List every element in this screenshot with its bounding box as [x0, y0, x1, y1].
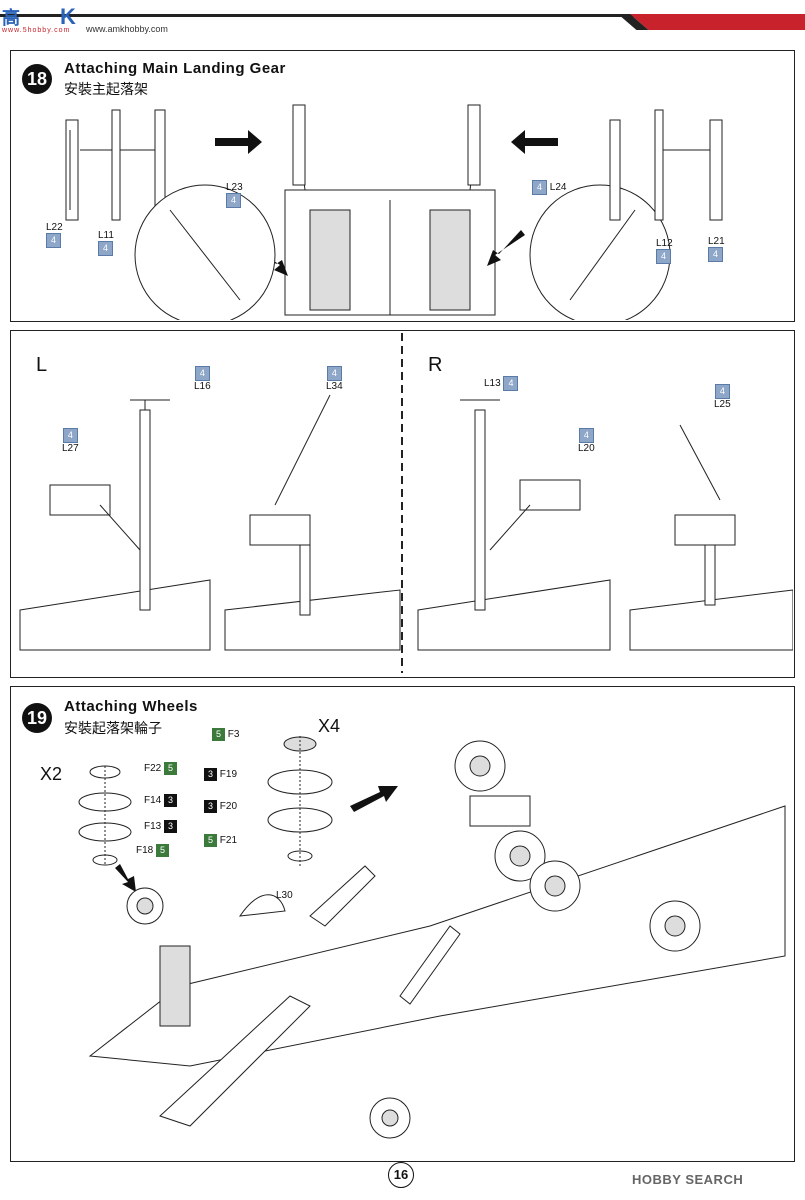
quantity-left: X2 [40, 764, 63, 784]
divider-line [401, 333, 403, 673]
part-label-f21: 5 F21 [204, 834, 237, 847]
part-label-l30: L30 [276, 890, 293, 901]
part-label-l13: L13 4 [484, 376, 519, 391]
part-label-l24: 4 L24 [532, 180, 566, 195]
part-label-f22: F22 5 [144, 762, 178, 775]
wheel-bay-drawing [284, 104, 496, 316]
arrow-icon [487, 230, 525, 266]
arrow-right-icon [215, 130, 262, 154]
arrow-down-icon [115, 864, 136, 892]
left-gear-parts-drawing [65, 109, 166, 221]
part-label-f3: 5 F3 [212, 728, 239, 741]
step19-title-cn: 安裝起落架輪子 [64, 721, 162, 737]
logo-letter: K [60, 4, 76, 29]
watermark: HOBBY SEARCH [632, 1172, 744, 1187]
part-label-f18: F18 5 [136, 844, 170, 857]
arrow-left-icon [511, 130, 558, 154]
left-side-label: L [36, 354, 48, 376]
step19-number: 19 [22, 703, 52, 733]
arrow-right-icon [350, 786, 398, 812]
step19-title: Attaching Wheels [64, 698, 198, 715]
step18-number: 18 [22, 64, 52, 94]
right-side-label: R [428, 354, 443, 376]
step18-title: Attaching Main Landing Gear [64, 60, 286, 77]
site-url: www.amkhobby.com [86, 24, 168, 34]
quantity-right: X4 [318, 716, 341, 736]
step19-drawing [78, 736, 786, 1139]
logo-text: 高 [2, 8, 20, 29]
part-label-f13: F13 3 [144, 820, 178, 833]
header-bar [0, 14, 805, 30]
step18-drawing [65, 104, 723, 320]
lr-drawing [19, 394, 793, 651]
part-label-f20: 3 F20 [204, 800, 237, 813]
step18-title-cn: 安裝主起落架 [64, 82, 148, 98]
part-label-f19: 3 F19 [204, 768, 237, 781]
page-number: 16 [388, 1162, 414, 1188]
right-gear-parts-drawing [609, 109, 723, 221]
part-label-f14: F14 3 [144, 794, 178, 807]
logo-url: www.5hobby.com [2, 27, 71, 34]
